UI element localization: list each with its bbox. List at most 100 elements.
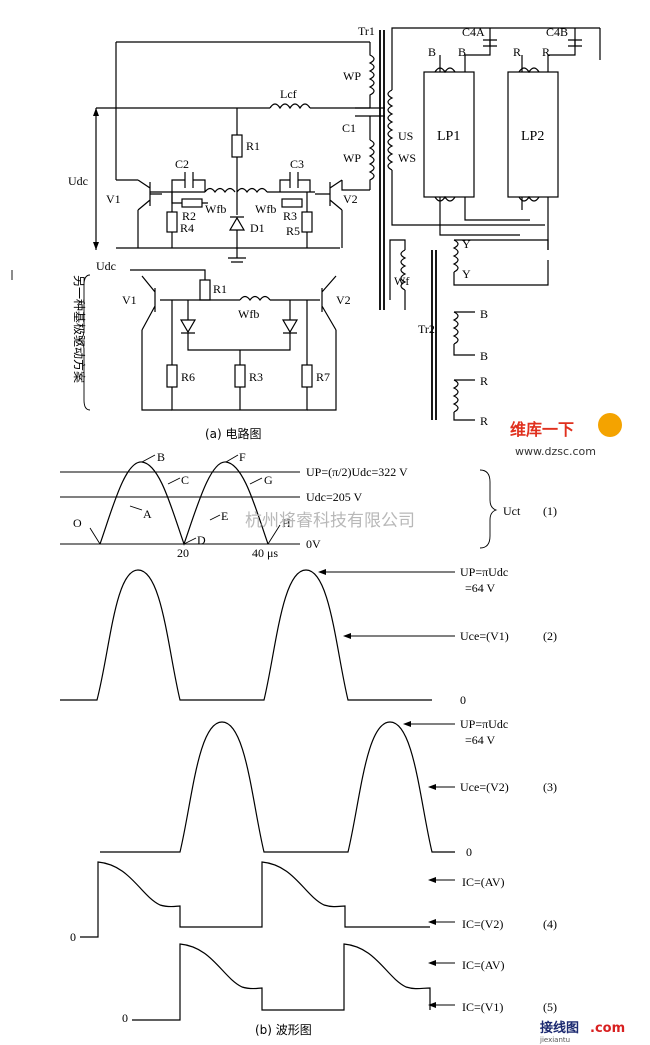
w4-zero: 0 [70,930,76,944]
level-up: UP=(π/2)Udc=322 V [306,465,408,479]
alt-scheme-note: 另一种基极驱动方案 [72,275,87,383]
waveform-1: O A B C D E F G H 20 40 μs UP=(π/2)Udc=3… [60,450,557,560]
w4-bottom: IC=(V2) [462,917,503,931]
label-r-top2: R [542,45,550,59]
w3-peak: UP=πUdc [460,717,508,731]
uct-label: Uct [503,504,521,518]
index-1: (1) [543,504,557,518]
label-r7: R7 [316,370,330,384]
index-4: (4) [543,917,557,931]
pt-c: C [181,473,189,487]
label-tr1: Tr1 [358,24,375,38]
label-b3: B [480,307,488,321]
index-3: (3) [543,780,557,794]
waveform-5: 0 IC=(AV) IC=(V1) (5) [122,943,557,1025]
label-b4: B [480,349,488,363]
label-wp-top: WP [343,69,361,83]
lcf-coil [269,103,311,110]
label-c4a: C4A [462,25,485,39]
w2-curve: Uce=(V1) [460,629,509,643]
label-v1: V1 [106,192,121,206]
company-watermark: 杭州将睿科技有限公司 [245,511,415,531]
tick-40: 40 μs [252,546,278,560]
label-wfb-alt: Wfb [238,307,259,321]
pt-h: H [282,516,291,530]
label-tr2: Tr2 [418,322,435,336]
pt-o: O [73,516,82,530]
label-lcf: Lcf [280,87,297,101]
label-y1: Y [462,237,471,251]
brand-logo-icon [598,413,622,437]
w3-zero: 0 [466,845,472,859]
logo-sub-watermark: jiexiantu [539,1036,570,1044]
label-r5: R5 [286,224,300,238]
w3-peak-val: =64 V [465,733,496,747]
pt-b: B [157,450,165,464]
wfb-coil-left [204,187,236,194]
w2-peak: UP=πUdc [460,565,508,579]
w2-zero: 0 [460,693,466,707]
waveform-2: UP=πUdc =64 V Uce=(V1) 0 (2) [60,565,557,707]
label-c1: C1 [342,121,356,135]
label-r-bot1: R [480,374,488,388]
label-r2: R2 [182,209,196,223]
site-watermark: www.dzsc.com [515,445,596,458]
label-r1-alt: R1 [213,282,227,296]
circuit-labels: Tr1 WP WP C1 Lcf R1 C2 C3 R2 R3 R4 R5 D1… [68,24,568,441]
label-lp2: LP2 [521,129,544,144]
label-wfb-right: Wfb [255,202,276,216]
label-c4b: C4B [546,25,568,39]
w5-bottom: IC=(V1) [462,1000,503,1014]
w2-peak-val: =64 V [465,581,496,595]
wp-top-coil [368,42,375,108]
label-wf: Wf [394,274,409,288]
label-r3: R3 [283,209,297,223]
label-d1: D1 [250,221,265,235]
w3-curve: Uce=(V2) [460,780,509,794]
wp-bottom-coil [368,139,375,190]
label-wfb-left: Wfb [205,202,226,216]
w5-zero: 0 [122,1011,128,1025]
pt-g: G [264,473,273,487]
label-v2: V2 [343,192,358,206]
index-5: (5) [543,1000,557,1014]
label-c3: C3 [290,157,304,171]
label-udc-alt: Udc [96,259,116,273]
label-v2-alt: V2 [336,293,351,307]
waveform-caption: (b) 波形图 [255,1023,312,1037]
label-ws: WS [398,151,416,165]
label-r1: R1 [246,139,260,153]
w5-top: IC=(AV) [462,958,505,972]
pt-d: D [197,533,206,547]
label-us: US [398,129,413,143]
label-v1-alt: V1 [122,293,137,307]
circuit-diagram [11,27,601,421]
level-zero: 0V [306,537,321,551]
label-b2: B [458,45,466,59]
tick-20: 20 [177,546,189,560]
pt-f: F [239,450,246,464]
waveform-4: 0 IC=(AV) IC=(V2) (4) [70,861,557,944]
label-r6: R6 [181,370,195,384]
logo-watermark: 接线图 [540,1020,579,1036]
label-lp1: LP1 [437,129,460,144]
index-2: (2) [543,629,557,643]
label-y2: Y [462,267,471,281]
label-wp-bottom: WP [343,151,361,165]
secondary-coil [387,89,394,171]
label-r4: R4 [180,221,194,235]
label-r3-alt: R3 [249,370,263,384]
lp1-lamp [423,71,475,198]
com-watermark: .com [590,1021,625,1036]
pt-e: E [221,509,228,523]
label-r-top1: R [513,45,521,59]
waveform-3: UP=πUdc =64 V Uce=(V2) 0 (3) [100,717,557,859]
label-c2: C2 [175,157,189,171]
w4-top: IC=(AV) [462,875,505,889]
pt-a: A [143,507,152,521]
lp2-lamp [507,71,559,198]
label-r-bot2: R [480,414,488,428]
circuit-caption: (a) 电路图 [205,426,262,441]
